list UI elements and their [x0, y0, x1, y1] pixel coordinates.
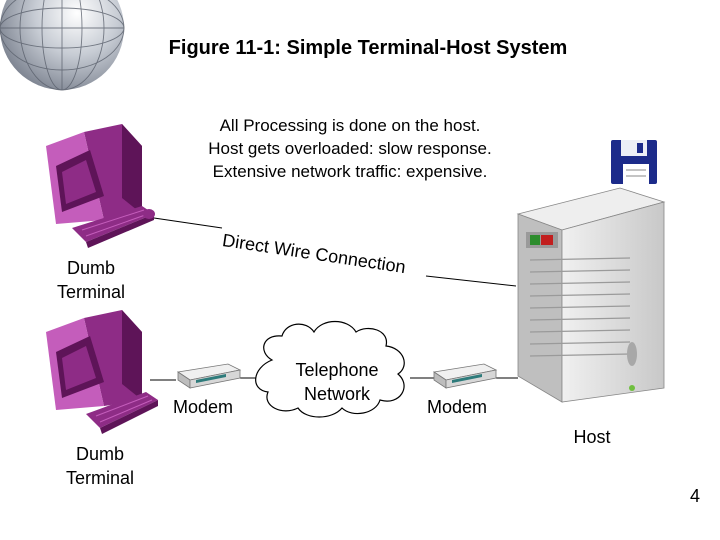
modem-left-icon: [176, 363, 242, 389]
network-label: Telephone Network: [282, 358, 392, 406]
globe-icon: [0, 0, 125, 91]
terminal-bottom-icon: [46, 310, 158, 434]
notes-block: All Processing is done on the host. Host…: [150, 114, 550, 183]
modem-left-label: Modem: [172, 397, 234, 417]
floppy-disk-icon: [611, 140, 657, 184]
telephone-network-cloud-icon: [255, 320, 405, 418]
note-line: Host gets overloaded: slow response.: [208, 139, 492, 158]
terminal-bottom-label: Dumb Terminal: [52, 442, 148, 490]
label-line: Dumb: [75, 444, 124, 464]
host-server-icon: [516, 187, 666, 403]
line: [150, 217, 518, 381]
label-line: Terminal: [56, 282, 126, 302]
page-title: Figure 11-1: Simple Terminal-Host System: [168, 37, 568, 59]
host-label: Host: [573, 427, 611, 447]
terminal-top-icon: [46, 124, 155, 248]
modem-right-icon: [432, 363, 498, 389]
label-line: Dumb: [66, 258, 115, 278]
label-line: Network: [303, 384, 370, 404]
page-number: 4: [689, 486, 700, 506]
note-line: Extensive network traffic: expensive.: [212, 162, 488, 181]
label-line: Terminal: [65, 468, 135, 488]
label-line: Telephone: [295, 360, 379, 380]
terminal-top-label: Dumb Terminal: [46, 256, 136, 304]
note-line: All Processing is done on the host.: [219, 116, 481, 135]
modem-right-label: Modem: [426, 397, 488, 417]
